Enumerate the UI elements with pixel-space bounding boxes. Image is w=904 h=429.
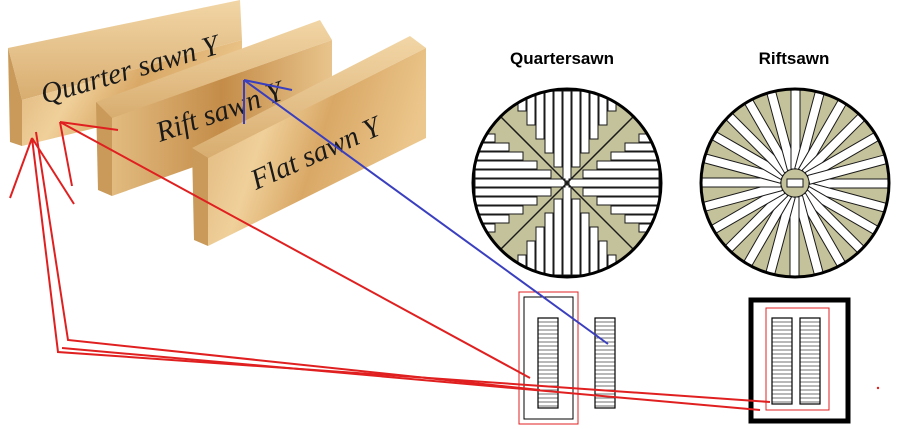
- quartersawn-board: [474, 169, 552, 179]
- quartersawn-board: [474, 205, 524, 215]
- quartersawn-board: [580, 90, 590, 154]
- riftsawn-board-b-endgrain: [799, 317, 821, 405]
- quartersawn-board: [553, 90, 563, 168]
- riftsawn-end-grain-schematic: [748, 297, 851, 424]
- quartersawn-board: [474, 151, 524, 161]
- quartersawn-board: [535, 226, 545, 276]
- quartersawn-board: [580, 212, 590, 276]
- riftsawn-boards: [701, 89, 889, 277]
- quartersawn-board: [582, 169, 660, 179]
- board-flat-side-edge: [192, 148, 208, 246]
- board-quarter-side-edge: [8, 48, 22, 146]
- riftsawn-log-diagram: [699, 87, 891, 279]
- quartersawn-board: [553, 198, 563, 276]
- board-flat-top-edge: [192, 36, 426, 158]
- quartersawn-board: [610, 151, 660, 161]
- quartersawn-board: [562, 90, 572, 182]
- riftsawn-pith-board: [786, 178, 804, 188]
- quartersawn-board: [544, 212, 554, 276]
- quartersawn-board-endgrain: [537, 317, 559, 409]
- board-quarter-top-edge: [8, 0, 242, 100]
- quartersawn-board: [544, 90, 554, 154]
- riftsawn-board-endgrain-single: [594, 317, 616, 409]
- red-arrows: [9, 121, 880, 411]
- quartersawn-board: [582, 187, 660, 197]
- board-rift-top-edge: [96, 20, 332, 118]
- quartersawn-board: [589, 226, 599, 276]
- quartersawn-log-diagram: [471, 87, 663, 279]
- quartersawn-end-grain-schematic: [518, 291, 616, 425]
- quartersawn-boards: [474, 90, 660, 276]
- quartersawn-board: [474, 196, 538, 206]
- quartersawn-board: [562, 184, 572, 276]
- quartersawn-board: [589, 90, 599, 140]
- quartersawn-board: [535, 90, 545, 140]
- quartersawn-board: [596, 160, 660, 170]
- quartersawn-board: [474, 187, 552, 197]
- quartersawn-title: Quartersawn: [510, 49, 614, 68]
- quartersawn-board: [571, 90, 581, 168]
- riftsawn-title: Riftsawn: [759, 49, 830, 68]
- blue-arrow: [243, 79, 609, 345]
- board-rift-side-edge: [96, 102, 112, 196]
- quartersawn-board: [568, 178, 660, 188]
- board-flat-face: [208, 48, 426, 246]
- quartersawn-board: [474, 178, 566, 188]
- riftsawn-board-a-endgrain: [771, 317, 793, 405]
- quartersawn-board: [474, 160, 538, 170]
- quartersawn-board: [571, 198, 581, 276]
- board-flat-sawn: Flat sawn Y: [192, 36, 426, 246]
- board-rift-face: [112, 40, 332, 196]
- quartersawn-board: [610, 205, 660, 215]
- quartersawn-board: [596, 196, 660, 206]
